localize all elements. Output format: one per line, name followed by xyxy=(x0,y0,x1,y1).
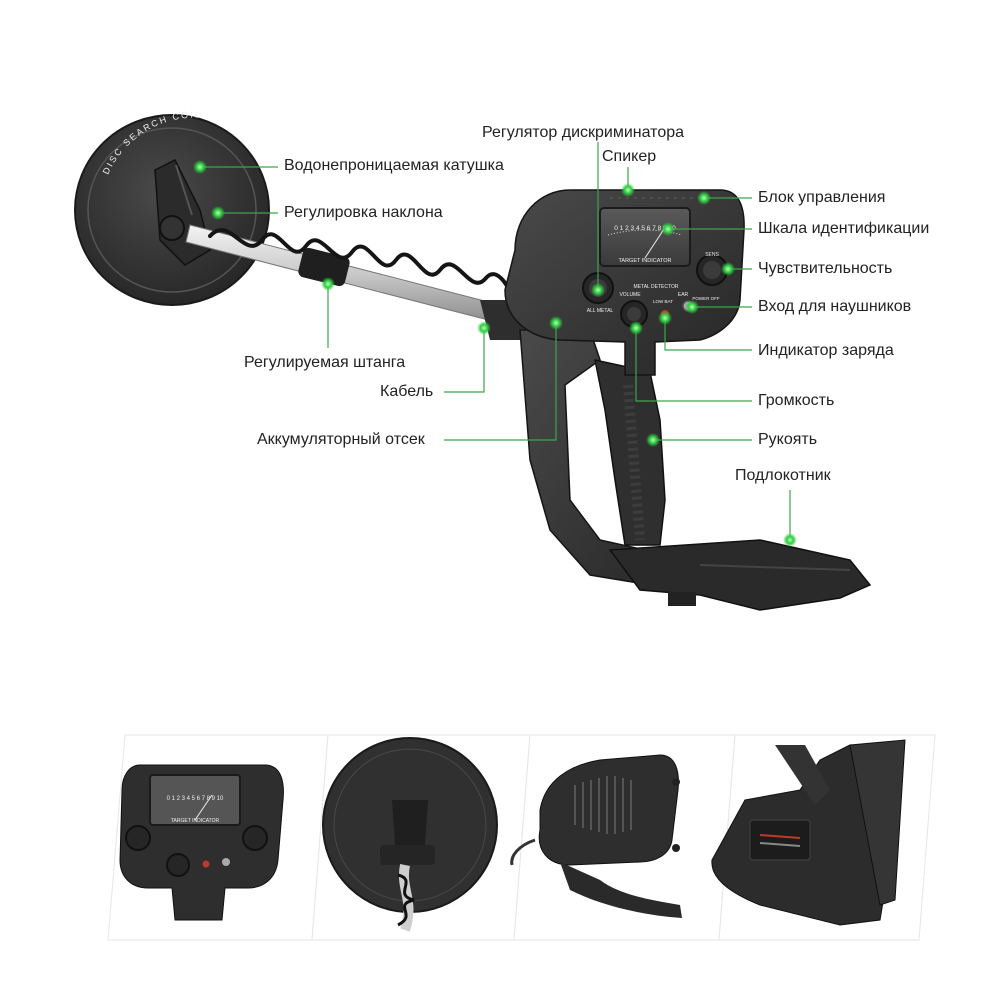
label-id-scale: Шкала идентификации xyxy=(758,220,930,237)
label-waterproof-coil: Водонепроницаемая катушка xyxy=(284,157,504,174)
leader-charge xyxy=(664,318,752,351)
leader-cable xyxy=(444,328,485,393)
thumb-speaker-housing xyxy=(510,754,682,918)
leader-battery xyxy=(444,323,557,441)
thumb-meter-caption: TARGET INDICATOR xyxy=(171,818,220,824)
label-battery-compartment: Аккумуляторный отсек xyxy=(257,431,425,448)
label-volume: Громкость xyxy=(758,392,835,409)
label-charge-indicator: Индикатор заряда xyxy=(758,342,894,359)
armrest xyxy=(608,539,872,611)
label-discriminator: Регулятор дискриминатора xyxy=(482,124,685,141)
panel-caption-text: METAL DETECTOR xyxy=(634,284,679,290)
ear-caption-text: EAR xyxy=(678,292,689,298)
label-handle: Рукоять xyxy=(758,431,818,448)
leader-lines xyxy=(200,142,791,540)
meter-scale-text: 0 1 2 3 4 5 6 7 8 9 10 xyxy=(614,225,676,232)
search-coil: DISC SEARCH COIL xyxy=(74,110,270,306)
thumb-meter-scale: 0 1 2 3 4 5 6 7 8 9 10 xyxy=(167,796,224,802)
meter-caption-text: TARGET INDICATOR xyxy=(618,258,671,264)
label-armrest: Подлокотник xyxy=(735,467,831,484)
lowbat-caption-text: LOW BAT xyxy=(653,299,673,304)
thumb-control-panel: 0 1 2 3 4 5 6 7 8 9 10 TARGET INDICATOR xyxy=(119,764,284,921)
thumb-battery-compartment xyxy=(711,739,906,926)
label-adjustable-shaft: Регулируемая штанга xyxy=(244,354,406,371)
label-speaker: Спикер xyxy=(602,148,657,165)
thumb-coil xyxy=(322,737,498,932)
label-cable: Кабель xyxy=(380,383,434,400)
label-control-box: Блок управления xyxy=(758,189,886,206)
power-caption-text: POWER OFF xyxy=(692,296,719,301)
allmetal-caption-text: ALL METAL xyxy=(587,308,614,314)
grip xyxy=(594,359,666,546)
leader-volume xyxy=(635,328,752,402)
volume-caption-text: VOLUME xyxy=(619,292,641,298)
label-headphone-jack: Вход для наушников xyxy=(758,298,912,315)
tilt-knob xyxy=(159,215,185,241)
control-box: 0 1 2 3 4 5 6 7 8 9 10 TARGET INDICATOR … xyxy=(504,189,745,376)
label-tilt-adjust: Регулировка наклона xyxy=(284,204,443,221)
label-sensitivity: Чувствительность xyxy=(758,260,893,277)
coiled-cable xyxy=(208,228,522,317)
callout-dots xyxy=(193,160,797,547)
sens-caption-text: SENS xyxy=(705,252,719,258)
thumbnail-strip: 0 1 2 3 4 5 6 7 8 9 10 TARGET INDICATOR xyxy=(107,734,936,941)
